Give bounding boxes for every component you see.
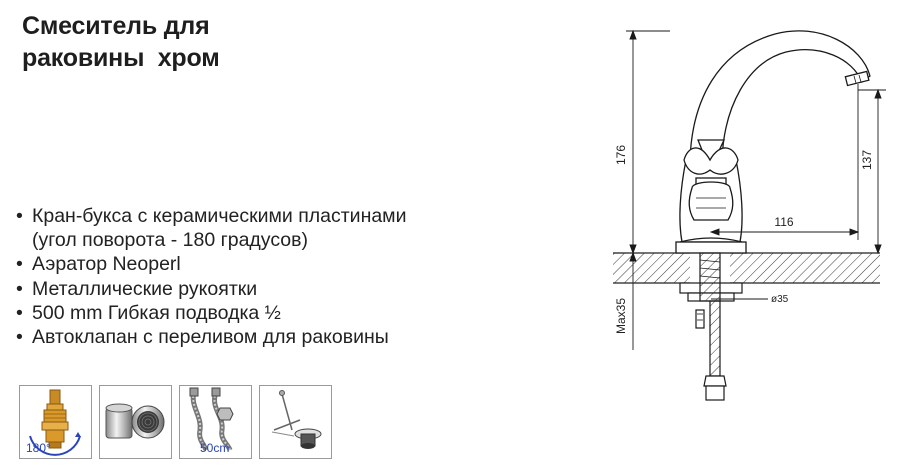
thumbnail-caption: 180° — [26, 441, 51, 455]
dimension-labels: 176 137 116 Max35 ø35 — [614, 145, 874, 334]
product-title: Смеситель для раковины хром — [22, 10, 352, 74]
title-line-1: Смеситель для — [22, 12, 210, 40]
dimension-116: 116 — [774, 215, 793, 229]
feature-item: • 500 mm Гибкая подводка ½ — [16, 301, 516, 325]
bullet: • — [16, 205, 23, 227]
feature-text: Автоклапан с переливом для раковины — [32, 326, 389, 349]
feature-list: • Кран-букса с керамическими пластинами (… — [16, 204, 516, 349]
feature-text: Аэратор Neoperl — [32, 253, 181, 276]
feature-text: (угол поворота - 180 градусов) — [32, 229, 309, 252]
countertop — [613, 252, 880, 284]
cross-handle — [683, 139, 739, 221]
feature-text: Металлические рукоятки — [32, 277, 258, 300]
bullet: • — [16, 277, 23, 300]
feature-item-continuation: (угол поворота - 180 градусов) — [16, 228, 516, 252]
feature-item: • Металлические рукоятки — [16, 277, 516, 301]
feature-item: • Автоклапан с переливом для раковины — [16, 325, 516, 349]
feature-item: • Аэратор Neoperl — [16, 252, 516, 276]
technical-drawing: 176 137 116 Max35 ø35 — [613, 29, 886, 401]
feature-item: • Кран-букса с керамическими пластинами — [16, 204, 516, 228]
feature-text: Кран-букса с керамическими пластинами — [32, 205, 407, 227]
thumbnail-hose: 50cm — [179, 385, 252, 459]
cartridge-icon — [29, 389, 81, 456]
thumbnail-drain — [259, 385, 332, 459]
mounting-hardware — [679, 252, 743, 401]
bullet: • — [16, 326, 23, 349]
dimension-lines — [613, 29, 886, 350]
bullet: • — [16, 301, 23, 324]
dimension-max35: Max35 — [614, 298, 628, 334]
dimension-176: 176 — [614, 145, 628, 165]
dimension-diameter: ø35 — [771, 294, 789, 305]
aerator-icon — [105, 403, 165, 439]
feature-text: 500 mm Гибкая подводка ½ — [32, 301, 281, 324]
thumbnail-caption: 50cm — [200, 441, 230, 455]
thumbnail-aerator — [99, 385, 172, 459]
dimension-137: 137 — [860, 150, 874, 170]
bullet: • — [16, 253, 23, 276]
thumbnail-cartridge: 180° — [19, 385, 92, 459]
title-line-2: раковины хром — [22, 44, 220, 72]
drain-valve-icon — [271, 390, 322, 449]
flexible-hose-icon — [189, 387, 234, 452]
